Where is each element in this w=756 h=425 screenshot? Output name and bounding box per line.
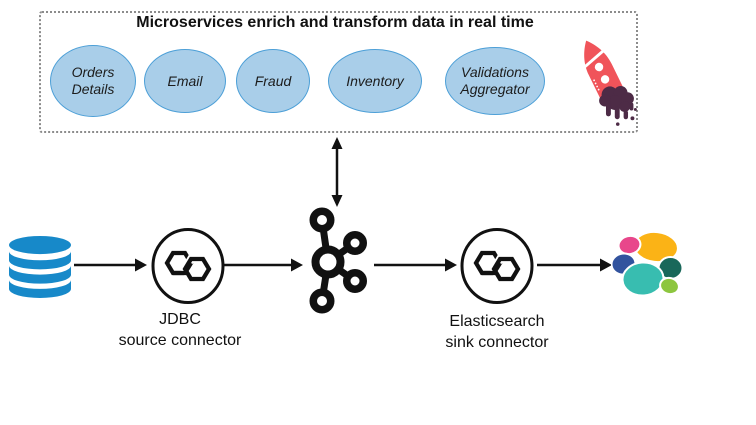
service-label-line: Inventory [346, 72, 404, 89]
service-ellipse-fraud: Fraud [236, 49, 310, 113]
elasticsearch-connector-label-line1: Elasticsearch [449, 313, 545, 330]
rocket-flame [599, 85, 637, 126]
microservices-box [39, 11, 638, 133]
kafka-connect-hexagons-icon [164, 250, 214, 283]
rocket-icon [582, 40, 637, 126]
arrow-kafka-to-microservices double-headed-arrow-icon [331, 137, 343, 207]
jdbc-connector-icon [151, 228, 225, 304]
service-ellipse-orders-details: Orders Details [50, 45, 136, 117]
arrow-connector-to-elasticsearch [537, 258, 612, 272]
service-label-line: Fraud [254, 72, 292, 89]
microservices-box-title: Microservices enrich and transform data … [136, 14, 534, 31]
elasticsearch-connector-label-line2: sink connector [445, 334, 549, 351]
arrow-kafka-to-elasticsearch-connector [374, 258, 457, 272]
jdbc-connector-label-line1: JDBC [159, 311, 201, 328]
arrow-jdbc-connector-to-kafka [224, 258, 303, 272]
service-label-line: Orders [71, 64, 115, 80]
service-ellipse-validations-aggregator: Validations Aggregator [445, 47, 545, 115]
database-icon [9, 235, 71, 298]
jdbc-connector-label-line2: source connector [118, 332, 242, 349]
arrow-database-to-jdbc-connector [74, 258, 147, 272]
kafka-connect-hexagons-icon [473, 250, 523, 283]
service-label-line: Email [167, 72, 203, 89]
jdbc-connector-label: JDBC source connector [87, 309, 273, 351]
service-ellipse-inventory: Inventory [328, 49, 422, 113]
elasticsearch-connector-label: Elasticsearch sink connector [404, 311, 590, 353]
kafka-icon [309, 207, 367, 314]
elasticsearch-logo-icon [611, 231, 683, 297]
service-ellipse-email: Email [144, 49, 226, 113]
service-label-line: Validations [461, 64, 529, 80]
service-label-line: Aggregator [460, 81, 530, 97]
elasticsearch-connector-icon [460, 228, 534, 304]
service-label-line: Details [71, 81, 115, 97]
